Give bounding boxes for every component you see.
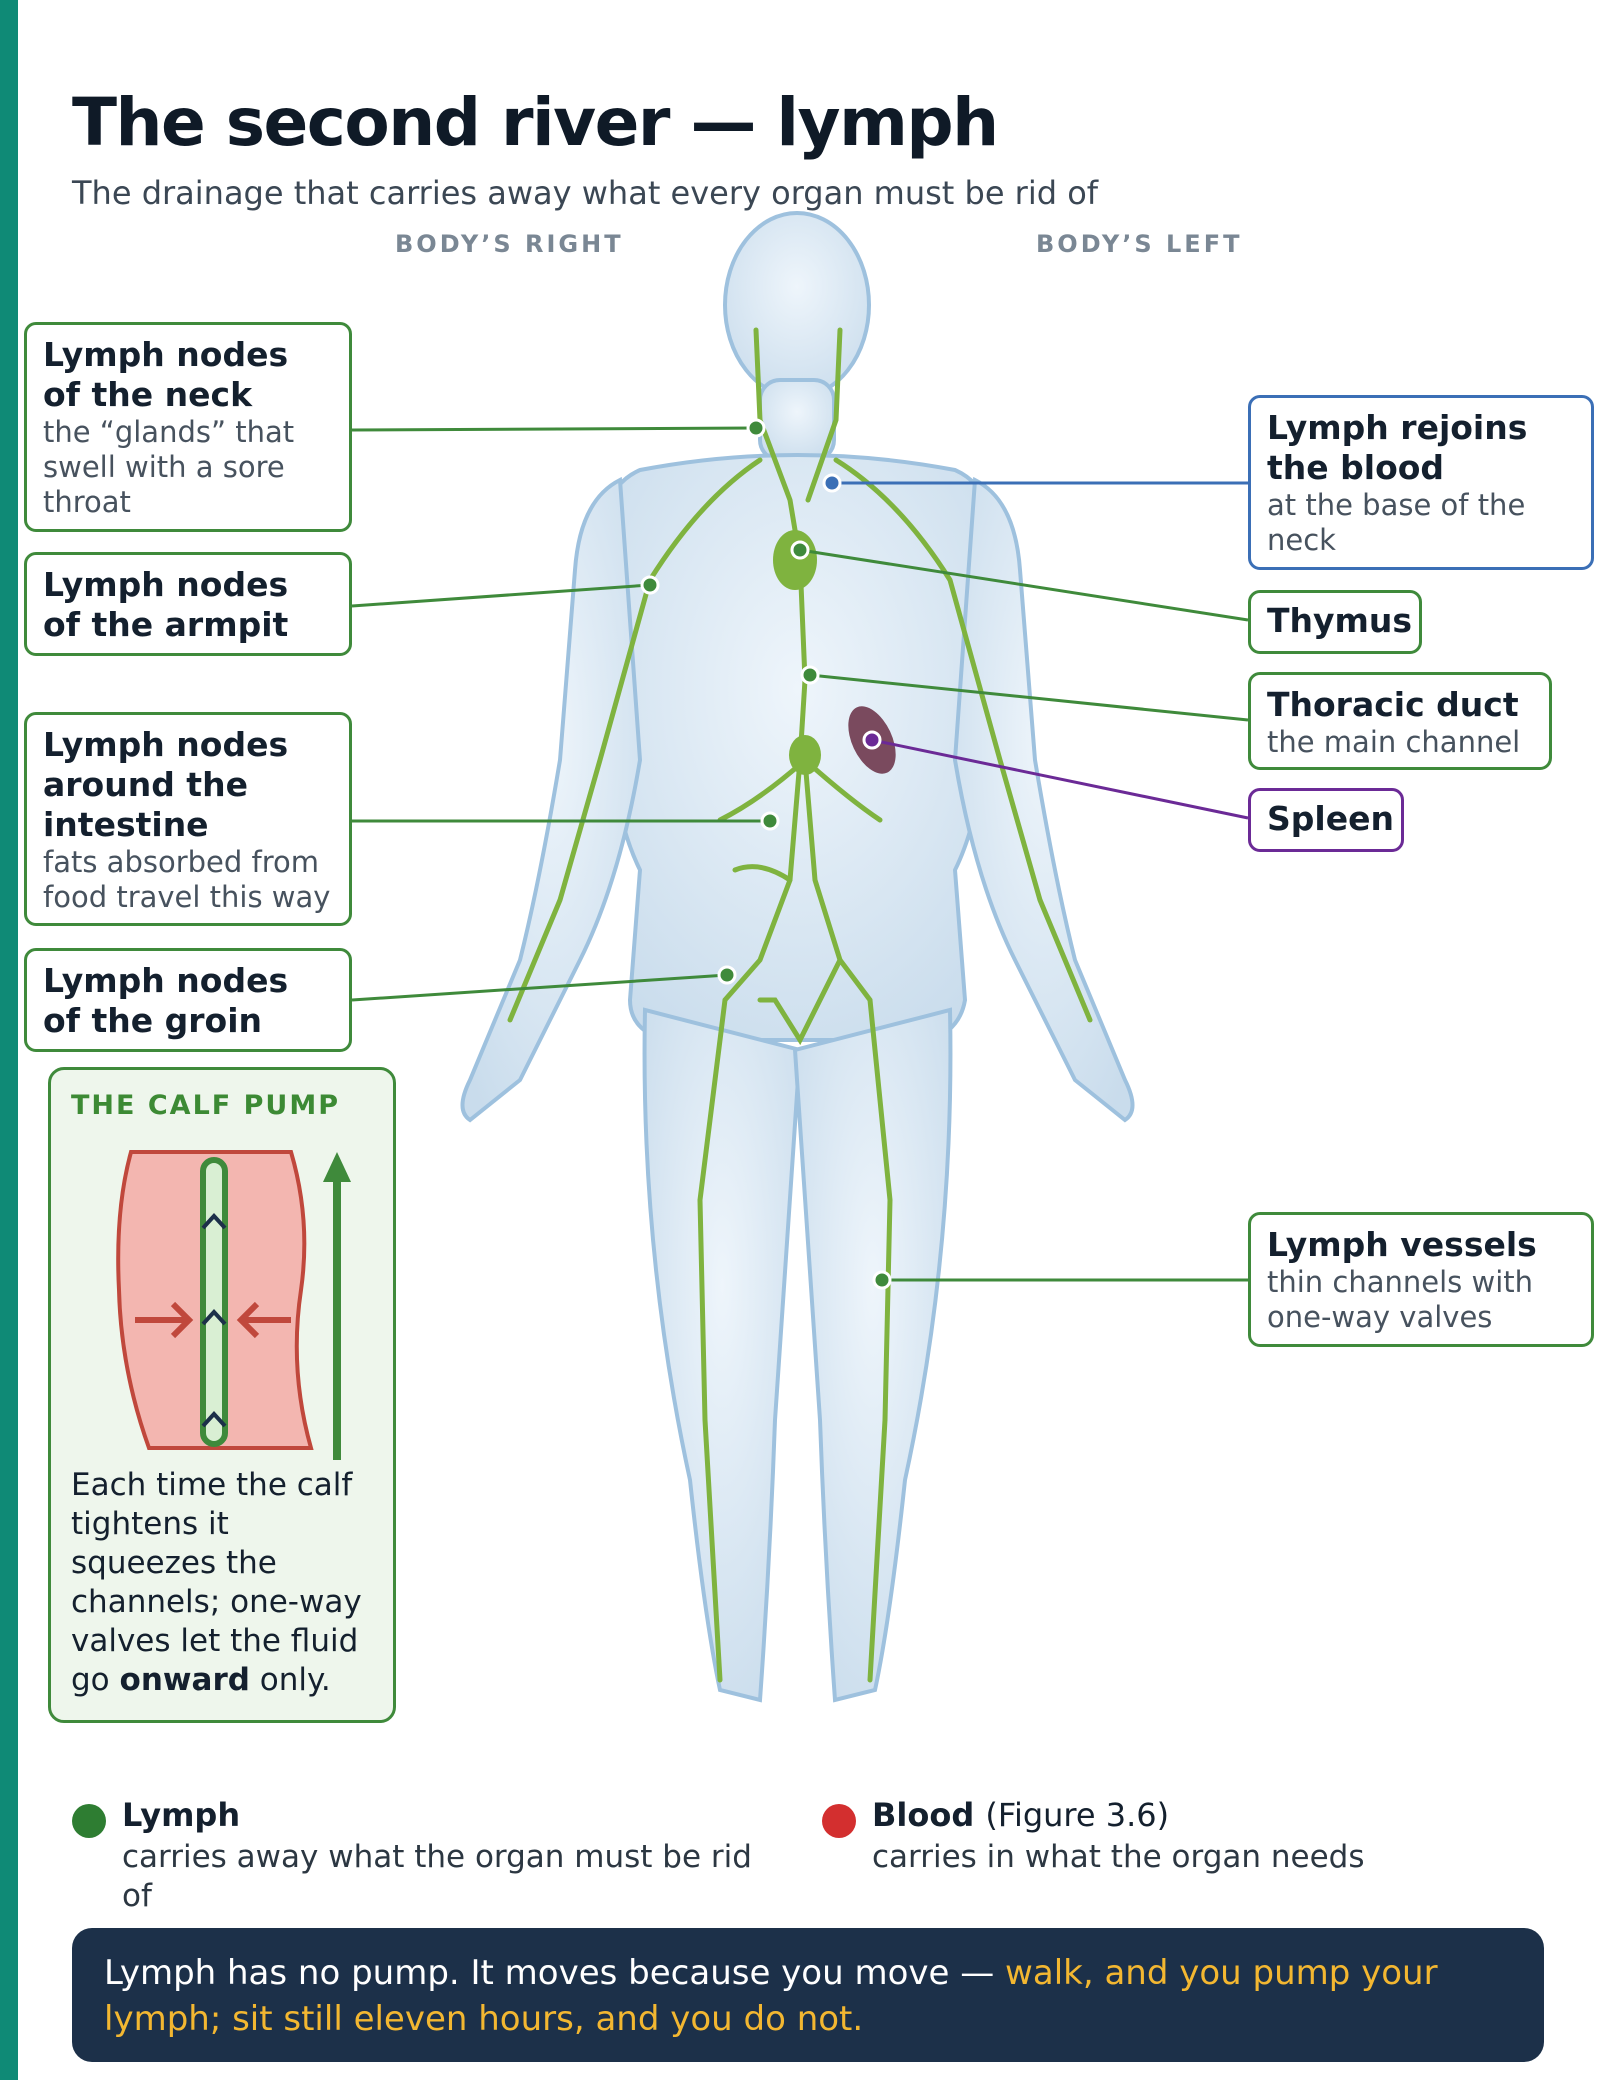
callout-armpit-nodes: Lymph nodes of the armpit — [24, 552, 352, 656]
callout-thoracic-duct: Thoracic duct the main channel — [1248, 672, 1552, 770]
legend-lymph-label: Lymph — [122, 1796, 241, 1834]
banner-highlight: walk, and you pump your lymph; sit still… — [104, 1953, 1438, 2039]
calf-text-a: Each time the calf tightens it squeezes … — [71, 1467, 362, 1698]
takeaway-banner: Lymph has no pump. It moves because you … — [72, 1928, 1544, 2062]
callout-duct-sub: the main channel — [1267, 725, 1521, 759]
body-right-label: BODY’S RIGHT — [395, 230, 624, 258]
legend-blood-label-wrap: Blood (Figure 3.6) — [872, 1796, 1169, 1834]
legend-lymph-desc: carries away what the organ must be rid … — [122, 1839, 752, 1914]
callout-vessels-sub: thin channels with one-way valves — [1267, 1265, 1534, 1334]
legend-blood-label: Blood — [872, 1796, 975, 1834]
callout-vessels-title: Lymph vessels — [1267, 1225, 1537, 1264]
callout-neck-nodes: Lymph nodes of the neck the “glands” tha… — [24, 322, 352, 532]
callout-armpit-title: Lymph nodes of the armpit — [43, 565, 289, 644]
squeeze-arrow-right — [236, 1301, 291, 1339]
connector-lines — [351, 426, 1249, 1282]
callout-rejoin-sub: at the base of the neck — [1267, 488, 1526, 557]
lymph-channel — [200, 1157, 228, 1447]
callout-groin-title: Lymph nodes of the groin — [43, 961, 289, 1040]
callout-neck-title: Lymph nodes of the neck — [43, 335, 289, 414]
page-title: The second river — lymph — [72, 84, 999, 161]
callout-spleen: Spleen — [1248, 788, 1404, 852]
connector-dots — [640, 418, 892, 1290]
calf-pump-title: THE CALF PUMP — [71, 1090, 340, 1121]
callout-intestine-sub: fats absorbed from food travel this way — [43, 845, 331, 914]
page-subtitle: The drainage that carries away what ever… — [72, 174, 1099, 212]
legend-blood-desc: carries in what the organ needs — [872, 1839, 1365, 1875]
callout-lymph-vessels: Lymph vessels thin channels with one-way… — [1248, 1212, 1594, 1347]
calf-pump-panel: THE CALF PUMP Each time the calf tighten… — [48, 1067, 396, 1723]
callout-spleen-title: Spleen — [1267, 799, 1394, 838]
lymph-network — [507, 327, 1093, 1683]
calf-text-b: only. — [259, 1662, 331, 1698]
callout-neck-sub: the “glands” that swell with a sore thro… — [43, 415, 295, 519]
calf-pump-text: Each time the calf tightens it squeezes … — [71, 1466, 381, 1700]
callout-duct-title: Thoracic duct — [1267, 685, 1519, 724]
callout-thymus-title: Thymus — [1267, 601, 1413, 640]
legend-blood-dot — [822, 1804, 856, 1838]
legend-lymph-dot — [72, 1804, 106, 1838]
body-left-label: BODY’S LEFT — [1036, 230, 1243, 258]
legend-blood-ref: (Figure 3.6) — [985, 1796, 1170, 1834]
valve-chevrons — [201, 1213, 227, 1428]
calf-text-bold: onward — [119, 1662, 250, 1698]
banner-text: Lymph has no pump. It moves because you … — [104, 1953, 995, 1993]
callout-thymus: Thymus — [1248, 590, 1422, 654]
callout-intestine-title: Lymph nodes around the intestine — [43, 725, 289, 844]
flow-up-arrow — [323, 1152, 351, 1460]
squeeze-arrow-left — [135, 1301, 194, 1339]
callout-lymph-rejoins-blood: Lymph rejoins the blood at the base of t… — [1248, 395, 1594, 570]
callout-groin-nodes: Lymph nodes of the groin — [24, 948, 352, 1052]
accent-bar — [0, 0, 18, 2080]
callout-intestine-nodes: Lymph nodes around the intestine fats ab… — [24, 712, 352, 926]
body-silhouette — [460, 211, 1135, 1703]
callout-rejoin-title: Lymph rejoins the blood — [1267, 408, 1528, 487]
calf-pump-illustration — [116, 1150, 351, 1460]
